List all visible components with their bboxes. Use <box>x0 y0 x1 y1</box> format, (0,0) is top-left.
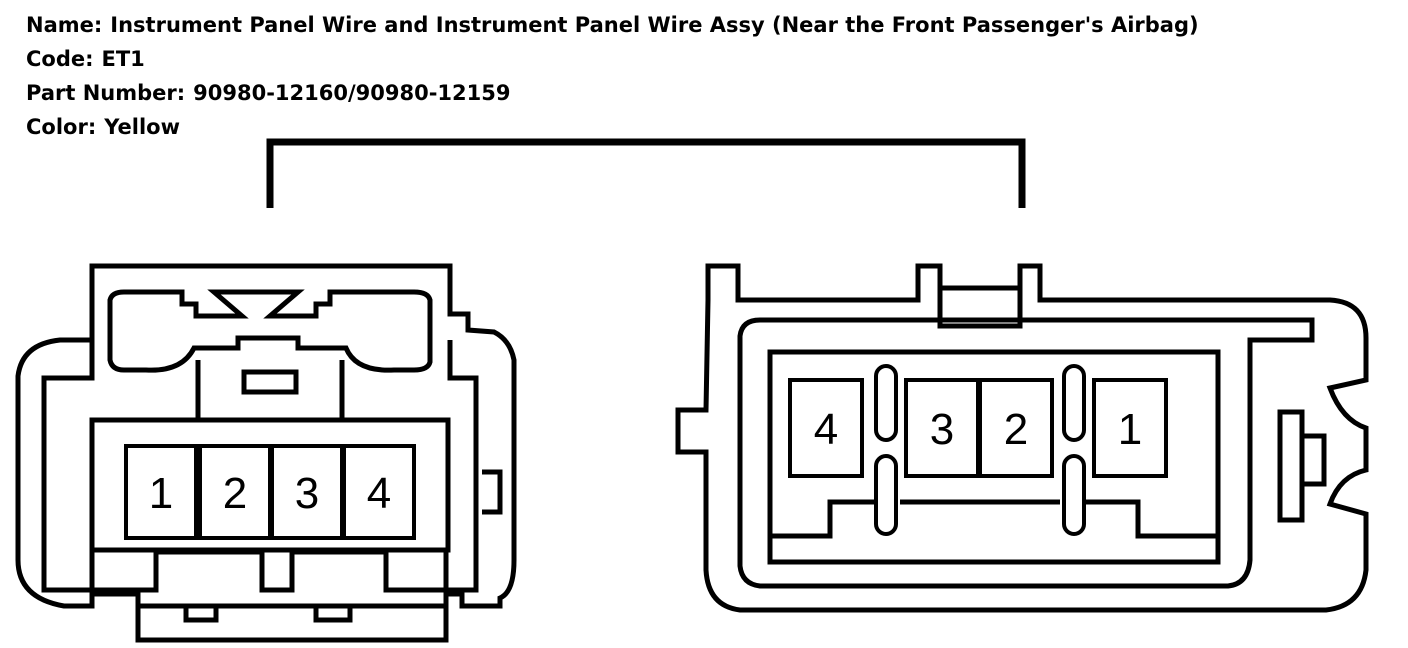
connector-right: 4 3 2 1 <box>675 263 1369 613</box>
left-lock-bump <box>482 469 503 515</box>
left-pins <box>124 444 416 540</box>
left-lower-notches <box>138 603 446 623</box>
left-lower-shell <box>89 549 449 593</box>
part-number-label: Part Number: <box>26 81 186 105</box>
name-row: Name: Instrument Panel Wire and Instrumen… <box>26 8 1199 42</box>
color-row: Color: Yellow <box>26 110 1199 144</box>
left-pin-label: 1 <box>149 469 173 518</box>
left-latch-housing <box>107 289 433 373</box>
right-inner-wall <box>767 349 1221 565</box>
right-side-lock <box>1277 409 1327 523</box>
part-number-value: 90980-12160/90980-12159 <box>193 81 511 105</box>
name-label: Name: <box>26 13 103 37</box>
connector-left: 1 2 3 4 <box>15 263 517 643</box>
part-number-row: Part Number: 90980-12160/90980-12159 <box>26 76 1199 110</box>
code-label: Code: <box>26 47 94 71</box>
code-value: ET1 <box>101 47 145 71</box>
right-pin-label: 2 <box>1004 405 1028 454</box>
right-pin-cavity <box>788 378 864 478</box>
left-body-outline <box>15 263 517 643</box>
right-pin-label: 4 <box>814 405 838 454</box>
separator-post <box>874 364 898 442</box>
left-pin-label: 2 <box>223 469 247 518</box>
right-latch-tab <box>937 288 1023 329</box>
separator-post <box>874 454 898 536</box>
right-pin-label: 3 <box>930 405 954 454</box>
right-pin-label: 1 <box>1118 405 1142 454</box>
connector-info: Name: Instrument Panel Wire and Instrumen… <box>26 8 1199 144</box>
left-cavity-housing <box>89 417 451 553</box>
right-inner-frame <box>737 317 1315 589</box>
right-separators <box>874 364 1086 536</box>
left-pin-cavity <box>342 444 416 540</box>
right-pin-cavity <box>1092 378 1168 478</box>
left-latch-tab <box>195 360 345 420</box>
right-body-outline <box>675 263 1369 613</box>
right-pin-cavity <box>978 378 1054 478</box>
connection-bracket <box>266 138 1026 208</box>
right-pins <box>788 378 1168 478</box>
left-pin-label: 4 <box>367 469 391 518</box>
right-cavity-ledge <box>770 499 1218 539</box>
code-row: Code: ET1 <box>26 42 1199 76</box>
left-inner-wall <box>41 340 479 593</box>
color-label: Color: <box>26 115 97 139</box>
name-value: Instrument Panel Wire and Instrument Pan… <box>110 13 1199 37</box>
separator-post <box>1062 364 1086 442</box>
color-value: Yellow <box>104 115 180 139</box>
left-pin-cavity <box>124 444 198 540</box>
separator-post <box>1062 454 1086 536</box>
left-pin-label: 3 <box>295 469 319 518</box>
